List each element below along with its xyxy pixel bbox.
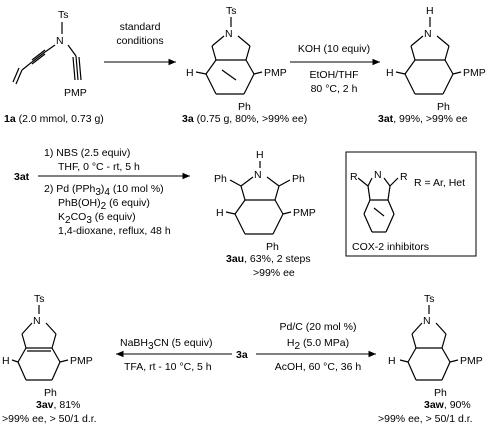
ph-label: Ph xyxy=(434,387,447,399)
compound-3aw-ee: >99% ee, > 50/1 d.r. xyxy=(378,413,473,425)
arrow1-line1: standard xyxy=(120,21,161,33)
pmp-label: PMP xyxy=(70,355,93,367)
arrow2-line1: KOH (10 equiv) xyxy=(298,43,370,55)
compound-3aw-structure: Ts N H PMP Ph xyxy=(388,293,483,399)
right-arrow-top: Pd/C (20 mol %) xyxy=(279,321,356,333)
compound-3a-caption: 3a (0.75 g, 80%, >99% ee) xyxy=(182,113,307,125)
arrow1-line2: conditions xyxy=(116,35,163,47)
step1-line2: THF, 0 °C - rt, 5 h xyxy=(58,161,140,173)
ts-label: Ts xyxy=(424,293,435,305)
compound-3av-caption: 3av, 81% xyxy=(36,399,80,411)
r-group-2-label: R xyxy=(400,171,408,183)
compound-3at-caption: 3at, 99%, >99% ee xyxy=(378,113,468,125)
phenyl-2-label: Ph xyxy=(292,173,305,185)
compound-1a-caption: 1a (2.0 mmol, 0.73 g) xyxy=(4,113,104,125)
ts-label: Ts xyxy=(34,293,45,305)
compound-1a-label: 1a xyxy=(4,113,16,125)
nitrogen-label: N xyxy=(374,169,382,181)
h-label: H xyxy=(2,355,10,367)
phenyl-1-label: Ph xyxy=(214,173,227,185)
pmp-label: PMP xyxy=(463,67,486,79)
compound-3a-center-label: 3a xyxy=(236,349,248,361)
compound-3au-caption: 3au, 63%, 2 steps xyxy=(226,253,311,265)
phenyl-3-label: Ph xyxy=(266,241,279,253)
step2-line2: PhB(OH)2 (6 equiv) xyxy=(58,197,150,212)
left-arrow-top: NaBH3CN (5 equiv) xyxy=(120,337,213,352)
nitrogen-label: N xyxy=(254,169,262,181)
step2-line1: 2) Pd (PPh3)4 (10 mol %) xyxy=(44,183,164,198)
compound-3at-label: 3at xyxy=(378,113,394,125)
right-arrow-bottom: AcOH, 60 °C, 36 h xyxy=(275,361,362,373)
ts-label: Ts xyxy=(226,5,237,17)
compound-1a-structure: Ts N PMP xyxy=(12,9,87,99)
r-group-1-label: R xyxy=(350,171,358,183)
pmp-label: PMP xyxy=(64,87,87,99)
h-label: H xyxy=(388,355,396,367)
compound-3at-structure: H N H PMP Ph xyxy=(386,5,486,113)
cox2-caption: COX-2 inhibitors xyxy=(352,241,429,253)
h-label: H xyxy=(386,67,394,79)
right-arrow-mid: H2 (5.0 MPa) xyxy=(287,337,349,352)
ts-label: Ts xyxy=(58,9,69,21)
pmp-label: PMP xyxy=(460,355,483,367)
compound-3av-ee: >99% ee, > 50/1 d.r. xyxy=(2,413,97,425)
step2-line3: K2CO3 (6 equiv) xyxy=(58,211,136,226)
left-arrow-bottom: TFA, rt - 10 °C, 5 h xyxy=(124,361,212,373)
nitrogen-label: N xyxy=(424,28,432,40)
arrow2-line2: EtOH/THF xyxy=(310,69,359,81)
compound-3av-structure: Ts N H PMP Ph xyxy=(2,293,93,399)
compound-3a-structure: Ts N H PMP Ph xyxy=(186,5,287,113)
r-group-definition: R = Ar, Het xyxy=(414,177,465,189)
pmp-label: PMP xyxy=(264,67,287,79)
arrow2-line3: 80 °C, 2 h xyxy=(311,83,358,95)
cox2-inhibitors-box xyxy=(345,151,477,257)
cox2-core-structure: R N R xyxy=(350,169,408,233)
nh-hydrogen-label: H xyxy=(256,149,264,161)
compound-3a-label: 3a xyxy=(182,113,194,125)
nitrogen-label: N xyxy=(56,35,64,47)
h-label: H xyxy=(186,67,194,79)
pmp-label: PMP xyxy=(293,207,316,219)
h-label: H xyxy=(216,207,224,219)
nitrogen-label: N xyxy=(423,315,431,327)
nitrogen-label: N xyxy=(225,28,233,40)
nitrogen-label: N xyxy=(33,315,41,327)
ph-label: Ph xyxy=(44,387,57,399)
compound-3au-label: 3au xyxy=(226,253,244,265)
compound-3au-ee: >99% ee xyxy=(253,267,295,279)
compound-3aw-label: 3aw xyxy=(424,399,445,411)
step1-line1: 1) NBS (2.5 equiv) xyxy=(44,147,130,159)
compound-3at-start-label: 3at xyxy=(14,171,30,183)
compound-3au-structure: H N Ph Ph H PMP Ph xyxy=(214,149,316,253)
ph-label: Ph xyxy=(437,101,450,113)
compound-3av-label: 3av xyxy=(36,399,54,411)
ph-label: Ph xyxy=(238,101,251,113)
compound-3aw-caption: 3aw, 90% xyxy=(424,399,471,411)
nh-hydrogen-label: H xyxy=(426,5,434,17)
step2-line4: 1,4-dioxane, reflux, 48 h xyxy=(58,225,171,237)
